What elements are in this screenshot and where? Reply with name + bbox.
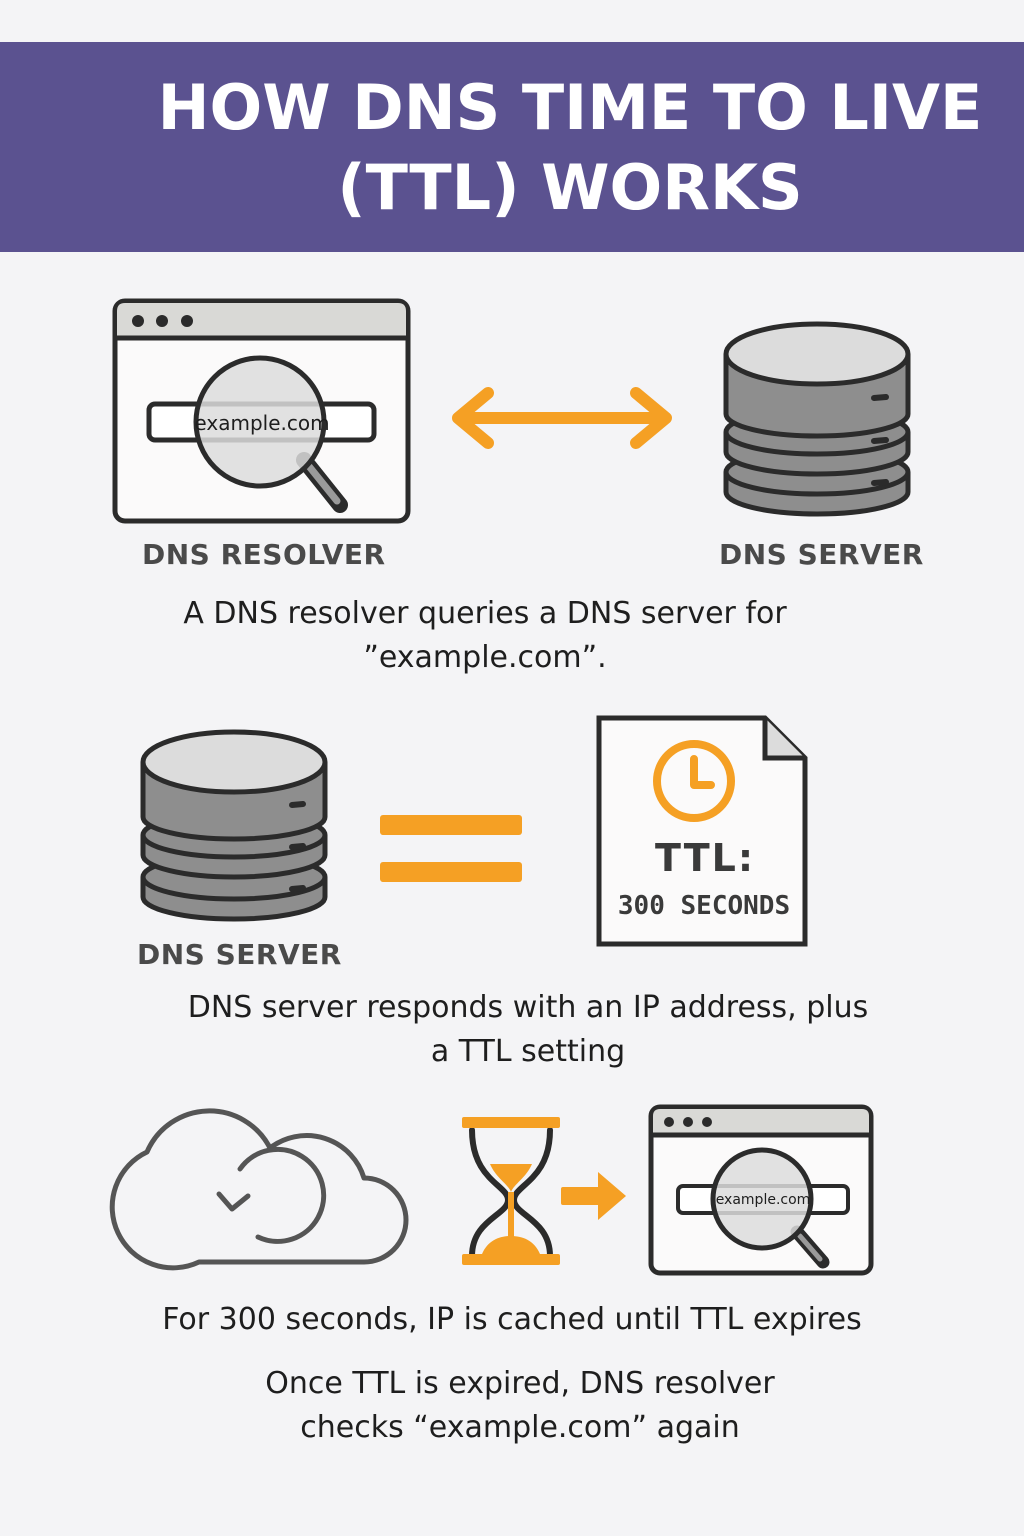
ttl-value: 300 SECONDS xyxy=(618,891,790,921)
clock-icon xyxy=(653,740,735,822)
step1-caption-line-2: ”example.com”. xyxy=(363,640,607,675)
header-banner xyxy=(0,42,1024,252)
step2-caption-line-1: DNS server responds with an IP address, … xyxy=(187,990,869,1025)
step3-caption-2: Once TTL is expired, DNS resolver checks… xyxy=(130,1362,910,1450)
search-text: example.com xyxy=(194,411,329,435)
search-text-small: example.com xyxy=(716,1192,811,1208)
step2-caption-line-2: a TTL setting xyxy=(430,1034,626,1069)
dns-server-label-2: DNS SERVER xyxy=(137,938,342,971)
ttl-label: TTL: xyxy=(655,836,755,880)
title-line-2: (TTL) WORKS xyxy=(337,151,803,224)
step1-caption: A DNS resolver queries a DNS server for … xyxy=(100,592,870,680)
step3-caption: For 300 seconds, IP is cached until TTL … xyxy=(162,1302,862,1337)
title-line-1: HOW DNS TIME TO LIVE xyxy=(157,71,983,144)
step3-caption-2-line-2: checks “example.com” again xyxy=(300,1410,740,1445)
step1-caption-line-1: A DNS resolver queries a DNS server for xyxy=(183,596,787,631)
page-title: HOW DNS TIME TO LIVE (TTL) WORKS xyxy=(120,68,1020,228)
step2-caption: DNS server responds with an IP address, … xyxy=(130,986,926,1074)
dns-resolver-label: DNS RESOLVER xyxy=(142,538,386,571)
step3-caption-2-line-1: Once TTL is expired, DNS resolver xyxy=(265,1366,775,1401)
dns-server-label: DNS SERVER xyxy=(719,538,924,571)
